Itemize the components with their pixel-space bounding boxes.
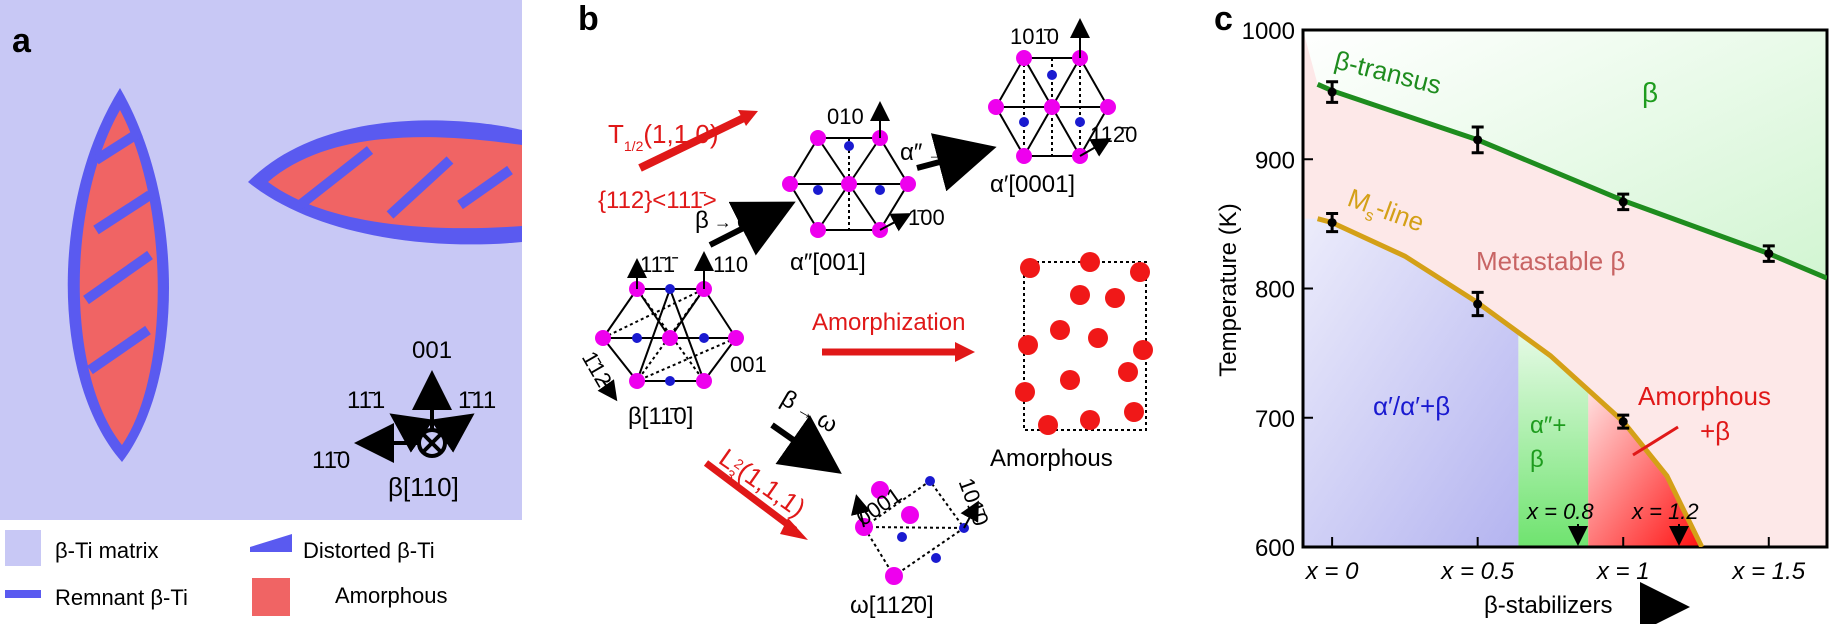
beta-cell bbox=[595, 251, 744, 402]
shear-arrowhead bbox=[738, 110, 758, 126]
beta-omega-label: β → ω bbox=[776, 385, 842, 439]
axis-ticks: 600 700 800 900 1000 x = 0 x = 0.5 x = 1 x = 1.5 bbox=[1242, 18, 1806, 585]
view-direction-label: β[110] bbox=[388, 472, 459, 502]
legend-label-amorphous: Amorphous bbox=[335, 583, 448, 608]
x-tick-label: x = 1.5 bbox=[1731, 558, 1805, 585]
alpha1-cell bbox=[988, 18, 1116, 164]
x-tick-label: x = 1 bbox=[1596, 558, 1650, 585]
series-line-ms-line bbox=[1316, 216, 1705, 547]
legend-swatch-remnant bbox=[5, 590, 41, 598]
x08-label: x = 0.8 bbox=[1526, 499, 1594, 524]
metastable-label: Metastable β bbox=[1476, 246, 1625, 276]
beta-region bbox=[1303, 30, 1827, 279]
phase-regions bbox=[1303, 30, 1827, 547]
shear-arrow bbox=[638, 111, 752, 172]
alpha1-cell-view: α′[0001] bbox=[990, 171, 1075, 198]
legend-swatch-amorphous bbox=[252, 578, 290, 616]
alpha2-region bbox=[1518, 332, 1589, 547]
beta-omega-arrow bbox=[770, 414, 842, 474]
x-tick-label: x = 0.5 bbox=[1440, 558, 1514, 585]
data-point bbox=[1473, 299, 1483, 309]
shear-annotation: T1/2(1,1,0) {112}<111̄> bbox=[598, 110, 758, 214]
alpha2-cell-axis-1: 010 bbox=[827, 104, 864, 129]
alpha-prime-region bbox=[1303, 218, 1519, 547]
alpha2-label: α″+ bbox=[1530, 412, 1566, 439]
panel-b-letter: b bbox=[578, 0, 599, 38]
data-point bbox=[1764, 249, 1774, 259]
x-axis-label: β-stabilizers bbox=[1484, 592, 1613, 619]
alpha2-cell-axis-2: 1̄00 bbox=[908, 205, 945, 230]
horizontal-lens bbox=[248, 120, 522, 245]
omega-cell bbox=[851, 476, 979, 585]
x-tick-label: x = 0 bbox=[1305, 558, 1359, 585]
legend-label-matrix: β-Ti matrix bbox=[55, 538, 159, 563]
curves bbox=[1316, 80, 1827, 547]
data-point bbox=[1327, 218, 1337, 228]
omega-cell-view: ω[112̄0] bbox=[850, 592, 934, 619]
y-tick-label: 600 bbox=[1255, 535, 1295, 562]
omega-cell-axis-2: 101̄0 bbox=[954, 475, 994, 530]
alpha2-cell bbox=[782, 101, 916, 238]
panel-a: a 001 11̄1 1̄11 11̄0 β[110] bbox=[0, 0, 522, 616]
amorphous-label: Amorphous bbox=[1638, 381, 1771, 411]
panel-a-legend: β-Ti matrix Distorted β-Ti Remnant β-Ti … bbox=[5, 530, 448, 616]
amorphous-region bbox=[1588, 390, 1702, 547]
beta-cell-axis-2: 110 bbox=[713, 252, 748, 277]
axis-label-001: 001 bbox=[412, 337, 452, 364]
orientation-axes bbox=[354, 370, 475, 463]
shear-subscript: 1/2 bbox=[624, 138, 644, 154]
data-point bbox=[1618, 417, 1628, 427]
beta-alpha2-arrow bbox=[708, 201, 796, 256]
shear-plane-label: {112}<111̄> bbox=[598, 187, 717, 214]
y-tick-label: 1000 bbox=[1242, 18, 1295, 45]
axis-label-1-1bar-1: 11̄1 bbox=[347, 387, 385, 414]
legend-swatch-matrix bbox=[5, 530, 41, 566]
omega-shear-arrowhead bbox=[780, 518, 808, 540]
alpha-prime-label: α′/α′+β bbox=[1373, 391, 1450, 421]
panel-a-letter: a bbox=[12, 22, 32, 60]
y-tick-label: 700 bbox=[1255, 406, 1295, 433]
amorphous-cell-label: Amorphous bbox=[990, 445, 1113, 472]
beta-alpha2-label: β → α″ bbox=[695, 207, 760, 234]
omega-shear-arrow bbox=[703, 460, 798, 533]
amorphization-arrowhead bbox=[955, 342, 975, 362]
data-point bbox=[1327, 87, 1337, 97]
omega-shear-annotation: L32(1,1,1) bbox=[711, 442, 812, 527]
axis-label-1bar-1-1: 1̄11 bbox=[458, 387, 496, 414]
alpha1-cell-axis-2: 112̄0 bbox=[1090, 122, 1137, 147]
panel-c-letter: c bbox=[1214, 0, 1233, 38]
x12-label: x = 1.2 bbox=[1631, 499, 1699, 524]
alpha2-label-beta: β bbox=[1530, 446, 1544, 473]
amorphous-beta-label: +β bbox=[1700, 416, 1730, 446]
axis-label-1-1bar-0: 11̄0 bbox=[312, 447, 350, 474]
beta-cell-view: β[11̄0] bbox=[628, 403, 693, 430]
beta-cell-axis-1: 11̄1̄ bbox=[640, 252, 678, 277]
y-axis-label: Temperature (K) bbox=[1215, 203, 1242, 376]
legend-label-distorted: Distorted β-Ti bbox=[303, 538, 435, 563]
beta-cell-axis-4: 1̄12 bbox=[577, 347, 617, 391]
vertical-lens bbox=[67, 88, 170, 462]
alpha2-cell-view: α″[001] bbox=[790, 249, 866, 276]
amorphization-label: Amorphization bbox=[812, 309, 965, 336]
data-point bbox=[1618, 197, 1628, 207]
legend-label-remnant: Remnant β-Ti bbox=[55, 585, 188, 610]
alpha2-alpha1-arrow bbox=[916, 133, 997, 192]
amorphous-cell bbox=[1015, 252, 1153, 435]
panel-c: c 600 700 800 900 1000 x = 0 x = 0.5 x = 1 x = 1… bbox=[1214, 0, 1829, 624]
amorphous-pointer bbox=[1632, 425, 1679, 457]
data-point bbox=[1473, 135, 1483, 145]
beta-region-label: β bbox=[1642, 77, 1658, 108]
shear-label: T bbox=[608, 119, 624, 149]
legend-swatch-distorted bbox=[250, 534, 292, 552]
y-tick-label: 800 bbox=[1255, 277, 1295, 304]
y-tick-label: 900 bbox=[1255, 147, 1295, 174]
panel-b: b T1/2(1,1,0) {112}<111̄> β → α″ bbox=[577, 0, 1153, 619]
alpha1-cell-axis-1: 101̄0 bbox=[1010, 24, 1059, 49]
beta-cell-axis-3: 001 bbox=[730, 352, 767, 377]
